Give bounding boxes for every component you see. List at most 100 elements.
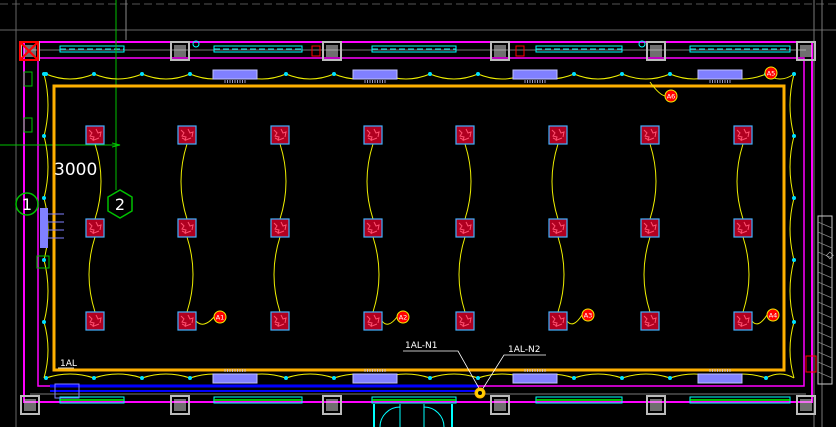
fixture-body [548, 218, 568, 238]
wire-node [792, 72, 796, 76]
feeder-label-n2-text: 1AL-N2 [508, 345, 540, 355]
column [490, 41, 510, 61]
column-fill [494, 399, 506, 411]
wire-node [92, 72, 96, 76]
wire-node [284, 376, 288, 380]
wire-node [764, 376, 768, 380]
distribution-panel [23, 71, 64, 269]
cable-tray [52, 84, 786, 372]
fixture-mark [643, 314, 657, 328]
column-fill [174, 45, 186, 57]
circuit-tag-a3: A3 [581, 308, 595, 322]
axis-label-1: 1 [22, 195, 32, 214]
column [796, 395, 816, 415]
fixture-mark [180, 221, 194, 235]
wall-unit-body [212, 69, 258, 80]
side-box [805, 355, 817, 373]
shaft-hatch [817, 281, 833, 289]
shaft-hatch [817, 331, 833, 339]
circuit-lead [195, 316, 215, 325]
sensor-icon [638, 40, 646, 48]
wire-node [476, 376, 480, 380]
wall-unit [512, 69, 558, 83]
column-fill [174, 399, 186, 411]
circuit-tag-label: A3 [584, 312, 593, 320]
column [322, 395, 342, 415]
column [20, 395, 40, 415]
outer-wall [23, 41, 813, 403]
light-fixture [640, 125, 660, 145]
light-fixture [270, 218, 290, 238]
fixture-body [363, 125, 383, 145]
wall-outlet [311, 45, 321, 57]
fixture-mark [736, 128, 750, 142]
light-fixture [640, 218, 660, 238]
light-fixture [177, 125, 197, 145]
fixture-body [177, 311, 197, 331]
shaft-hatch [817, 231, 833, 239]
perimeter-wire [45, 73, 795, 80]
circuit-tag-a6: A6 [664, 89, 678, 103]
dimension-text: 3000 [54, 160, 97, 180]
fixture-body [455, 218, 475, 238]
wire-node [284, 72, 288, 76]
fixture-mark [551, 221, 565, 235]
circuit-tag-marker [764, 66, 778, 80]
wire [279, 143, 287, 220]
wall-unit [697, 369, 743, 384]
shaft-hatch [817, 361, 833, 369]
axis-label-2: 2 [115, 195, 125, 214]
light-fixture [455, 125, 475, 145]
feeder-label-n1-text: 1AL-N1 [405, 341, 437, 351]
wall-unit-body [352, 69, 398, 80]
column-fill [24, 399, 36, 411]
wall-unit [212, 369, 258, 384]
fixture-body [455, 125, 475, 145]
light-fixture [363, 218, 383, 238]
wire [736, 143, 744, 220]
shaft-hatch [817, 321, 833, 329]
wall-unit-body [697, 373, 743, 384]
perimeter-wire [45, 373, 795, 379]
wire [649, 143, 657, 220]
wall-unit [697, 69, 743, 83]
circuit-tag-marker [581, 308, 595, 322]
circuit-tag-marker [396, 310, 410, 324]
fixture-mark [643, 221, 657, 235]
light-fixture [270, 311, 290, 331]
light-fixture [455, 311, 475, 331]
column-fill [650, 399, 662, 411]
shaft-hatch [817, 241, 833, 249]
circuit-lead [751, 314, 768, 325]
column-fill [800, 45, 812, 57]
light-fixture [548, 218, 568, 238]
circuit-tag-a5: A5 [764, 66, 778, 80]
wall-unit-body [512, 69, 558, 80]
shaft-hatch [817, 291, 833, 299]
wall-unit [352, 69, 398, 83]
fixture-body [363, 218, 383, 238]
wire [464, 143, 472, 220]
fixture-mark [88, 221, 102, 235]
fixture-mark [551, 314, 565, 328]
entrance-door [373, 404, 453, 427]
wire [551, 143, 559, 220]
wire [273, 236, 281, 313]
wire-node [792, 134, 796, 138]
wire-node [188, 376, 192, 380]
wire [88, 236, 96, 313]
wire-node [620, 376, 624, 380]
fixture-mark [458, 221, 472, 235]
fixture-mark [88, 314, 102, 328]
fixture-mark [180, 128, 194, 142]
column-fill [326, 399, 338, 411]
light-fixture [548, 125, 568, 145]
light-fixture [640, 311, 660, 331]
fixture-mark [736, 314, 750, 328]
light-fixture [85, 125, 105, 145]
column [646, 395, 666, 415]
fixture-body [85, 218, 105, 238]
fixture-mark [180, 314, 194, 328]
